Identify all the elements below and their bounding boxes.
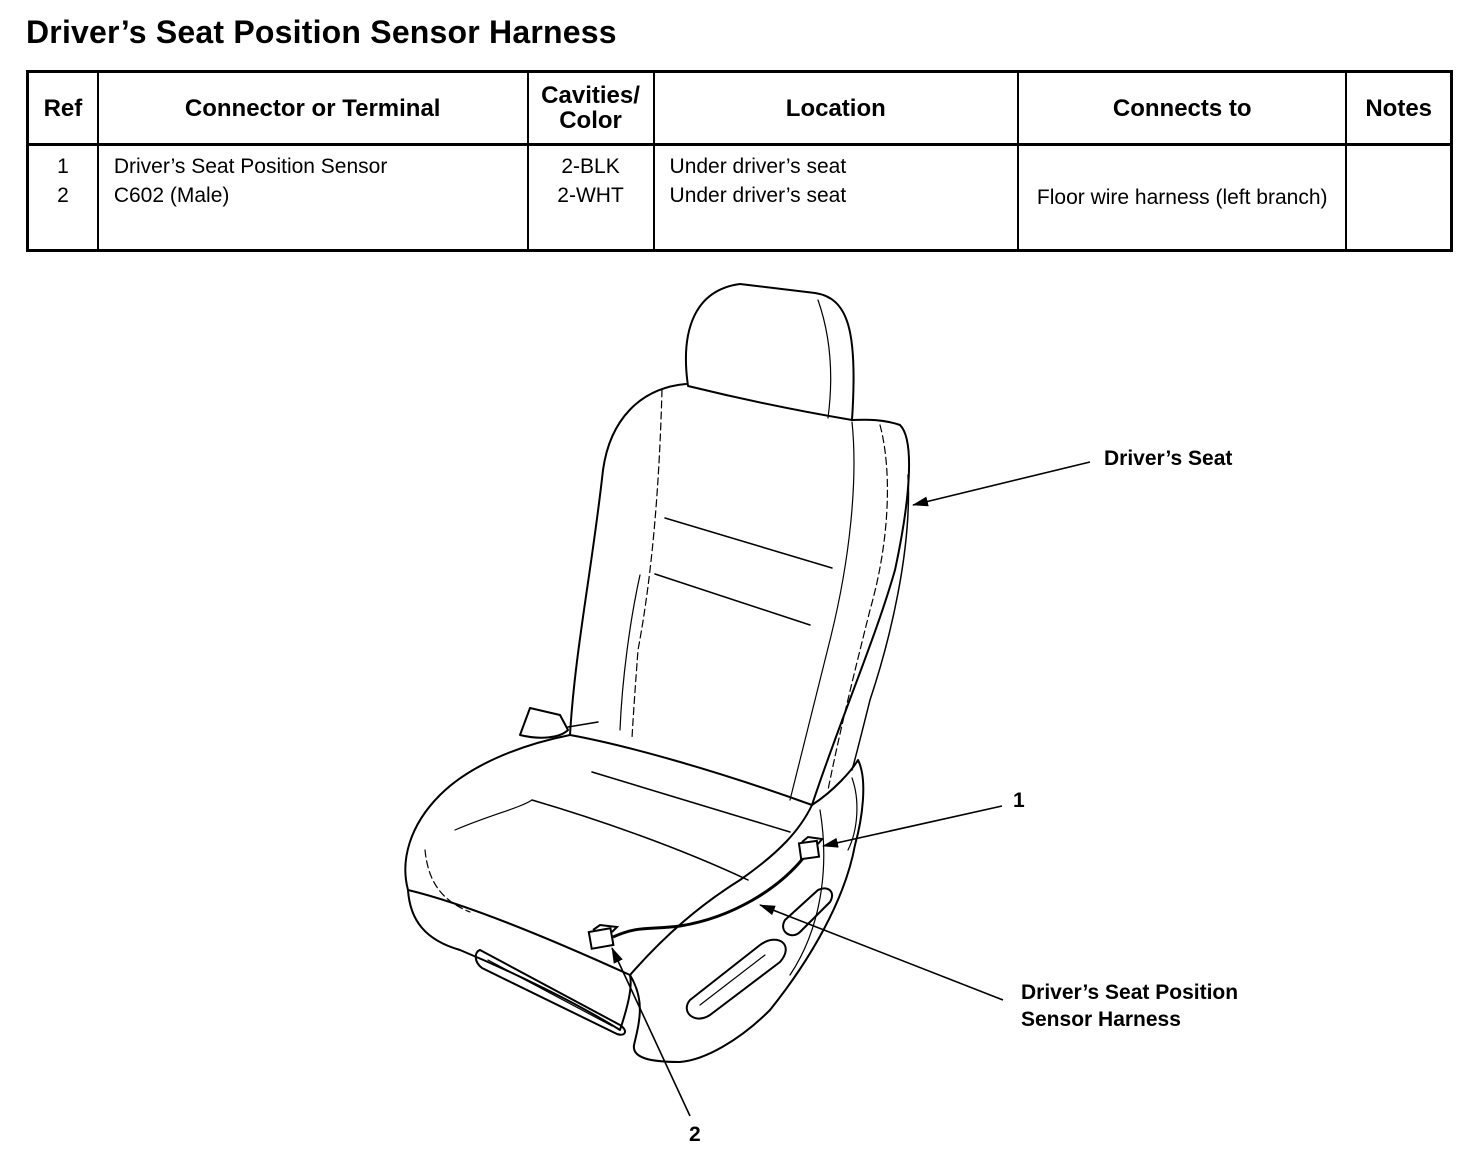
seat-illustration — [404, 283, 911, 1063]
harness-leader-arrow — [759, 904, 1004, 1001]
seatback-shape — [569, 383, 911, 806]
ref-cell: 1 2 — [26, 144, 99, 251]
callout-2-arrow — [611, 947, 691, 1117]
connector-cell: Driver’s Seat Position Sensor C602 (Male… — [96, 144, 529, 251]
callout-1-arrow — [822, 805, 1003, 848]
seat-rail-shape — [474, 949, 626, 1036]
table-header-row: Ref Connector or Terminal Cavities/ Colo… — [26, 71, 1453, 146]
header-notes: Notes — [1345, 71, 1453, 146]
connects-to-value: Floor wire harness (left branch) — [1036, 186, 1328, 209]
header-location: Location — [652, 71, 1020, 146]
connector-table: Ref Connector or Terminal Cavities/ Colo… — [26, 70, 1453, 252]
header-cavities: Cavities/ Color — [526, 71, 655, 146]
row-2-connector: C602 (Male) — [113, 184, 230, 207]
harness-label-line1: Driver’s Seat Position — [1021, 981, 1238, 1004]
headrest-shape — [684, 283, 855, 421]
row-2-ref: 2 — [57, 184, 69, 207]
table-row: 1 2 Driver’s Seat Position Sensor C602 (… — [26, 144, 1453, 251]
row-2-cavities: 2-WHT — [557, 184, 624, 207]
side-frame-shape — [629, 759, 865, 1063]
row-1-ref: 1 — [57, 155, 69, 178]
connector-1-shape — [797, 835, 824, 861]
callout-1-label: 1 — [1013, 789, 1025, 812]
connector-2-shape — [587, 923, 620, 950]
row-2-location: Under driver’s seat — [669, 184, 847, 207]
callout-2-label: 2 — [689, 1123, 701, 1146]
header-cavities-line2: Color — [559, 107, 622, 134]
recline-lever-shape — [782, 887, 834, 937]
cavities-cell: 2-BLK 2-WHT — [526, 144, 655, 251]
seat-leader-arrow — [912, 461, 1091, 507]
row-1-cavities: 2-BLK — [561, 155, 620, 178]
header-ref: Ref — [26, 71, 99, 146]
harness-wire — [612, 851, 810, 939]
row-1-location: Under driver’s seat — [669, 155, 847, 178]
notes-cell — [1345, 144, 1453, 251]
connects-to-cell: Floor wire harness (left branch) — [1017, 144, 1348, 251]
header-cavities-line1: Cavities/ — [541, 82, 640, 109]
row-1-connector: Driver’s Seat Position Sensor — [113, 155, 388, 178]
location-cell: Under driver’s seat Under driver’s seat — [652, 144, 1020, 251]
belt-buckle-shape — [519, 707, 569, 739]
harness-label-line2: Sensor Harness — [1021, 1008, 1181, 1031]
header-connects-to: Connects to — [1017, 71, 1348, 146]
seat-label: Driver’s Seat — [1104, 447, 1232, 470]
height-lever-shape — [685, 938, 787, 1020]
cushion-shape — [404, 734, 813, 976]
page-title: Driver’s Seat Position Sensor Harness — [26, 14, 617, 50]
header-connector: Connector or Terminal — [96, 71, 529, 146]
